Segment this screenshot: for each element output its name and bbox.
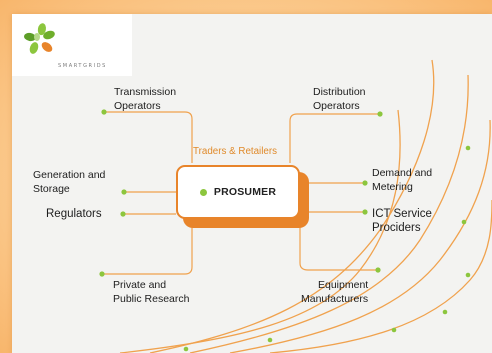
node-equipment-manufacturers: Equipment Manufacturers — [301, 278, 368, 306]
node-label-line: Storage — [33, 183, 70, 195]
traders-retailers-label: Traders & Retailers — [193, 146, 278, 157]
node-label-line: Demand and — [372, 167, 433, 179]
bullet-dot-icon — [199, 188, 207, 196]
wave-dots — [183, 145, 471, 352]
logo: SMARTGRIDS — [12, 14, 132, 76]
node-label-line: Operators — [114, 100, 161, 112]
node-label-line: Public Research — [113, 293, 190, 305]
node-transmission-operators: Transmission Operators — [114, 85, 176, 113]
node-label-line: Manufacturers — [301, 293, 369, 305]
decorative-wave-lines — [119, 59, 492, 353]
node-ict-service-providers: ICT Service Prociders — [372, 207, 432, 235]
node-private-public-research: Private and Public Research — [113, 278, 189, 306]
node-label-line: Regulators — [46, 208, 102, 220]
node-demand-metering: Demand and Metering — [372, 166, 432, 194]
node-label-line: Metering — [372, 181, 413, 193]
node-label-line: ICT Service — [372, 208, 432, 220]
node-regulators: Regulators — [46, 207, 102, 221]
connector-transmission — [104, 111, 193, 163]
node-label-line: Equipment — [318, 279, 369, 291]
connector-end-dots — [99, 109, 383, 277]
node-label-line: Generation and — [33, 169, 106, 181]
logo-wordmark: SMARTGRIDS — [58, 63, 107, 69]
node-label-line: Prociders — [372, 222, 421, 234]
connector-distribution — [289, 113, 380, 163]
prosumer-label: PROSUMER — [213, 186, 277, 198]
node-distribution-operators: Distribution Operators — [313, 85, 366, 113]
connector-equipment — [299, 228, 378, 271]
node-label-line: Operators — [313, 100, 360, 112]
node-generation-storage: Generation and Storage — [33, 168, 105, 196]
star-leaves-icon — [24, 23, 55, 54]
connector-research — [102, 228, 193, 275]
node-label-line: Transmission — [114, 86, 177, 98]
node-label-line: Private and — [113, 279, 167, 291]
node-label-line: Distribution — [313, 86, 366, 98]
prosumer-node: PROSUMER — [176, 165, 300, 219]
